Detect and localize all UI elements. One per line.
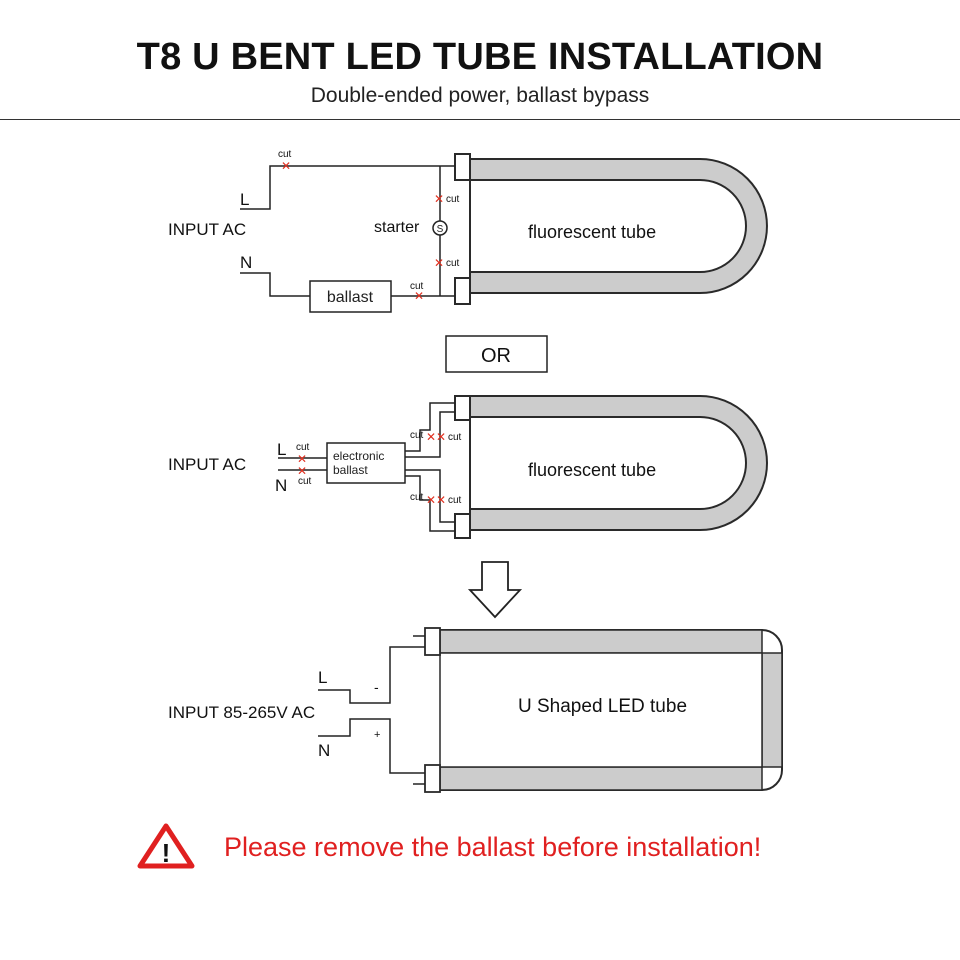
l-label: L bbox=[240, 190, 249, 209]
warning-message: Please remove the ballast before install… bbox=[224, 832, 762, 862]
electronic-ballast-label-1: electronic bbox=[333, 449, 384, 463]
l-label: L bbox=[277, 440, 286, 459]
wire-out-3 bbox=[405, 469, 455, 523]
or-label: OR bbox=[481, 345, 511, 367]
diagram-magnetic-ballast: S ballast INPUT AC L N starter fluoresce… bbox=[168, 149, 768, 313]
cut-mark: ✕ bbox=[434, 256, 444, 270]
cut-label: cut bbox=[448, 432, 462, 443]
page-subtitle: Double-ended power, ballast bypass bbox=[310, 84, 650, 107]
tube-end-cap-top bbox=[454, 153, 471, 181]
cut-label: cut bbox=[298, 476, 312, 487]
led-tube-inner bbox=[439, 652, 763, 768]
wire-out-2 bbox=[405, 411, 455, 458]
cut-mark: ✕ bbox=[414, 289, 424, 303]
electronic-ballast-box bbox=[326, 442, 406, 484]
wire-l bbox=[240, 165, 455, 210]
cut-mark: ✕ bbox=[297, 452, 307, 466]
input-voltage-label: INPUT 85-265V AC bbox=[168, 703, 315, 722]
tube-label: fluorescent tube bbox=[528, 460, 656, 480]
page-title: T8 U BENT LED TUBE INSTALLATION bbox=[136, 36, 824, 78]
cut-mark: ✕ bbox=[281, 159, 291, 173]
input-ac-label: INPUT AC bbox=[168, 455, 246, 474]
down-arrow-icon bbox=[467, 561, 523, 619]
led-tube-cap-bottom bbox=[424, 764, 441, 793]
cut-label: cut bbox=[410, 492, 424, 503]
wire-n bbox=[240, 272, 310, 297]
diagram-led-tube: INPUT 85-265V AC L N - + U Shaped LED tu… bbox=[168, 627, 783, 793]
n-label: N bbox=[275, 476, 287, 495]
fluorescent-tube-inner bbox=[469, 416, 747, 510]
cut-mark: ✕ bbox=[436, 430, 446, 444]
fluorescent-tube-inner bbox=[469, 179, 747, 273]
electronic-ballast-label-2: ballast bbox=[333, 463, 368, 477]
ballast-label: ballast bbox=[327, 289, 374, 306]
led-tube-cap-top bbox=[424, 627, 441, 656]
cut-label: cut bbox=[448, 495, 462, 506]
minus-label: - bbox=[374, 679, 379, 695]
wire-l bbox=[318, 646, 413, 704]
input-ac-label: INPUT AC bbox=[168, 220, 246, 239]
ballast-box bbox=[309, 280, 392, 313]
cut-mark: ✕ bbox=[426, 430, 436, 444]
tube-end-cap-bottom bbox=[454, 513, 471, 539]
header-divider bbox=[0, 119, 960, 120]
cut-label: cut bbox=[446, 258, 460, 269]
or-box bbox=[445, 335, 548, 373]
plus-label: + bbox=[374, 729, 380, 741]
warning-icon: ! bbox=[137, 823, 195, 869]
diagram-electronic-ballast: electronic ballast INPUT AC L N fluoresc… bbox=[168, 395, 768, 539]
cut-label: cut bbox=[410, 281, 424, 292]
wire-n bbox=[318, 718, 413, 774]
led-tube-end-right bbox=[761, 652, 783, 768]
tube-end-cap-top bbox=[454, 395, 471, 421]
cut-mark: ✕ bbox=[434, 192, 444, 206]
led-tube-rail-bottom bbox=[439, 766, 763, 791]
led-tube-rail-top bbox=[439, 629, 763, 654]
n-label: N bbox=[240, 253, 252, 272]
tube-label: fluorescent tube bbox=[528, 222, 656, 242]
tube-end-cap-bottom bbox=[454, 277, 471, 305]
led-tube-label: U Shaped LED tube bbox=[518, 696, 687, 717]
cut-label: cut bbox=[410, 430, 424, 441]
starter-symbol bbox=[432, 220, 448, 236]
n-label: N bbox=[318, 741, 330, 760]
l-label: L bbox=[318, 668, 327, 687]
wire-out-4 bbox=[405, 475, 455, 532]
starter-symbol-letter: S bbox=[437, 224, 444, 235]
warning-exclamation: ! bbox=[162, 838, 171, 868]
cut-mark: ✕ bbox=[426, 493, 436, 507]
cut-mark: ✕ bbox=[436, 493, 446, 507]
cut-label: cut bbox=[296, 442, 310, 453]
cut-label: cut bbox=[278, 149, 292, 160]
wire-out-1 bbox=[405, 402, 455, 452]
starter-label: starter bbox=[374, 219, 420, 236]
cut-mark: ✕ bbox=[297, 464, 307, 478]
cut-label: cut bbox=[446, 194, 460, 205]
